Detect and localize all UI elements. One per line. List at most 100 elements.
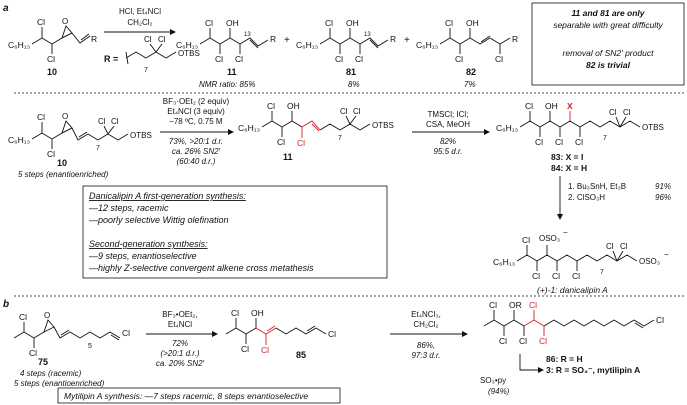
product-ratio: 7%: [464, 80, 476, 89]
cl-label: Cl: [353, 107, 361, 116]
cl-label: Cl: [98, 117, 106, 126]
compound-number: 85: [296, 350, 306, 360]
cl-label: Cl: [609, 108, 617, 117]
cl-label: Cl: [606, 242, 614, 251]
cl-label: Cl: [122, 328, 130, 338]
summary-heading: Second-generation synthesis:: [89, 239, 208, 249]
cl-label: Cl: [552, 271, 560, 281]
compound-75-structure: Cl Cl O Cl 5 75 4 steps (racemic) 5 step…: [13, 311, 130, 388]
cl-label: Cl: [205, 18, 213, 28]
hydroxyl-label: OH: [287, 101, 300, 111]
compound-number: 75: [38, 357, 48, 367]
summary-bullet: —12 steps, racemic: [88, 203, 169, 213]
cl-label: Cl: [340, 107, 348, 116]
hydroxyl-label: OH: [545, 101, 558, 111]
otbs-label: OTBS: [130, 131, 152, 140]
cl-label: Cl: [47, 149, 55, 159]
yield-line: (>20:1 d.r.): [160, 349, 199, 358]
steps-caption: 4 steps (racemic): [20, 369, 82, 378]
cl-label: Cl: [241, 344, 249, 354]
cl-label: Cl: [215, 54, 223, 64]
compound-82-structure: C₆H₁₃ Cl Cl OH Cl R 82 7%: [416, 18, 518, 89]
compound-84-label: 84: X = H: [551, 163, 587, 173]
cl-label: Cl: [355, 54, 363, 64]
cl-label: Cl: [495, 54, 503, 64]
otbs-label: OTBS: [372, 121, 394, 130]
otbs-label: OTBS: [178, 49, 200, 58]
compound-86-label: 86: R = H: [546, 354, 583, 364]
cl-label: Cl: [19, 312, 27, 322]
hexyl-label: C₆H₁₃: [296, 40, 318, 50]
arrow-head: [212, 331, 218, 337]
reagent-line: HCl, Et₄NCl: [119, 7, 161, 16]
compound-number: 82: [466, 67, 476, 77]
condition-line: CSA, MeOH: [426, 120, 470, 129]
compound-number: 11: [227, 67, 237, 77]
cl-label: Cl: [277, 137, 285, 147]
epoxide-o-label: O: [62, 17, 68, 26]
yield-line: (60:40 d.r.): [177, 157, 216, 166]
condition-line: 2. ClSO₃H: [568, 193, 605, 202]
condition-line: BF₃·OEt₂ (2 equiv): [163, 97, 230, 106]
yield-line: 95:5 d.r.: [433, 147, 462, 156]
cl-label: Cl: [555, 137, 563, 147]
yield-line: 72%: [172, 339, 188, 348]
chain-repeat-label: 5: [88, 343, 92, 350]
yield-line: 96%: [655, 193, 671, 202]
x-substituent-label: X: [567, 101, 573, 111]
note-line: 82 is trivial: [586, 60, 631, 70]
condition-line: –78 ºC, 0.75 M: [169, 117, 223, 126]
condition-line: 1. Bu₃SnH, Et₃B: [568, 182, 626, 191]
reagent-line: SO₃•py: [480, 376, 506, 385]
cl-label: Cl: [620, 242, 628, 251]
mytilipin-summary: Mytilipin A synthesis: —7 steps racemic,…: [64, 391, 308, 401]
summary-bullet: —highly Z-selective convergent alkene cr…: [88, 263, 314, 273]
compound-83-84-structure: C₆H₁₃ Cl Cl OH Cl X Cl Cl Cl OTBS 7 83: …: [496, 101, 664, 173]
cl-label: Cl: [267, 101, 275, 111]
yield-line: 86%,: [417, 341, 435, 350]
plus-sign: +: [284, 35, 290, 46]
r-label: R: [390, 34, 396, 44]
charge-label: −: [563, 228, 568, 237]
summary-heading: Danicalipin A first-generation synthesis…: [89, 191, 246, 201]
mytilipin-summary-box: [57, 387, 341, 404]
compound-85-structure: Cl Cl OH Cl Cl 85: [225, 308, 336, 360]
epoxide-o-label: O: [44, 311, 50, 320]
solvent-line: CH₂Cl₂: [127, 18, 152, 27]
panel-a-label: a: [3, 3, 9, 14]
compound-86-mytilipin-structure: Cl Cl OR Cl Cl Cl Cl 86: R = H 3: R = SO…: [483, 300, 664, 375]
compound-10-structure: C₆H₁₃ Cl Cl O Cl Cl OTBS 7 10 5 steps (e…: [8, 112, 152, 179]
cl-label-red: Cl: [539, 336, 547, 346]
chain-repeat-label: 7: [144, 67, 148, 74]
danicalipin-a-structure: C₆H₁₃ Cl Cl OSO₃ − Cl Cl Cl Cl OSO₃ − 7 …: [493, 228, 669, 295]
hexyl-label: C₆H₁₃: [493, 257, 515, 267]
hexyl-label: C₆H₁₃: [176, 40, 198, 50]
plus-sign: +: [404, 35, 410, 46]
condition-line: CH₂Cl₂: [413, 320, 438, 329]
compound-83-label: 83: X = I: [551, 152, 583, 162]
r-equals-label: R =: [104, 54, 118, 64]
cl-label: Cl: [445, 18, 453, 28]
compound-10-structure-top: C₆H₁₃ Cl Cl O R 10: [8, 17, 97, 77]
danicalipin-summary-box: [82, 185, 388, 279]
compound-number: 10: [47, 67, 57, 77]
cl-label: Cl: [535, 137, 543, 147]
hydroxyl-label: OH: [466, 18, 479, 28]
hexyl-label: C₆H₁₃: [496, 123, 518, 133]
compound-11-structure-mid: C₆H₁₃ Cl Cl OH Cl Cl Cl OTBS 7 11: [238, 101, 394, 162]
cl-label: Cl: [499, 336, 507, 346]
cl-label: Cl: [489, 300, 497, 310]
carbon-13-label: 13: [244, 32, 251, 38]
mytilipin-a-label: 3: R = SO₃⁻, mytilipin A: [546, 365, 640, 375]
condition-line: Et₄NCl (3 equiv): [167, 107, 225, 116]
compound-11-structure: C₆H₁₃ Cl Cl OH Cl 13 R 11 NMR ratio: 85%: [176, 18, 276, 89]
or-label: OR: [509, 300, 522, 310]
yield-line: ca. 26% SN2′: [172, 147, 221, 156]
compound-number: 11: [283, 152, 293, 162]
yield-line: 91%: [655, 182, 671, 191]
steps-caption: 5 steps (enantioenriched): [18, 170, 109, 179]
cl-label: Cl: [623, 108, 631, 117]
cl-label: Cl: [532, 271, 540, 281]
condition-line: TMSCl; ICl;: [428, 110, 469, 119]
